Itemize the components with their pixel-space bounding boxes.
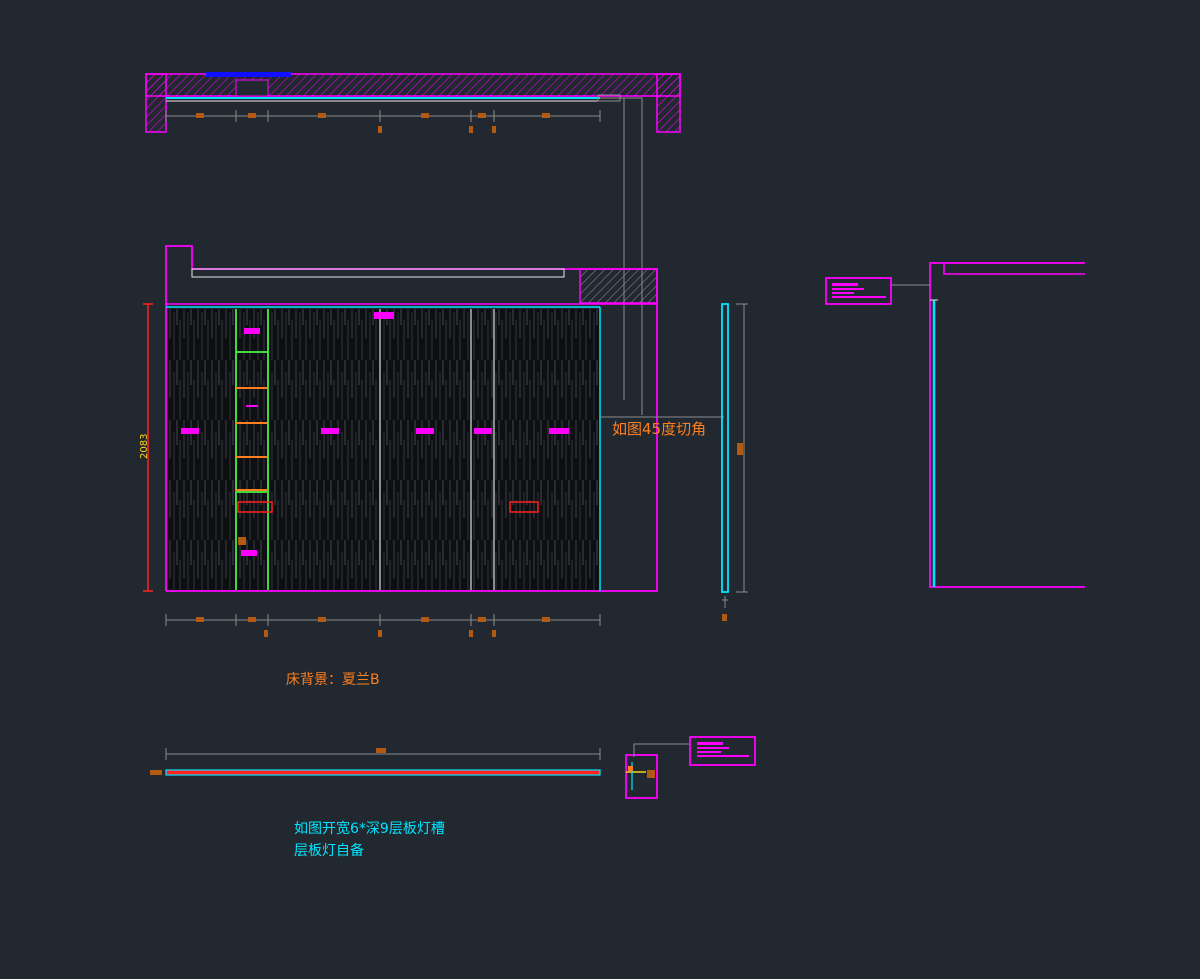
magenta-markers [181, 312, 569, 556]
top-plan-section [145, 72, 681, 415]
bottom-dimension-marks [165, 614, 601, 637]
bottom-shelf-plan: 如图开宽6*深9层板灯槽 层板灯自备 [150, 736, 756, 859]
top-wall-left-hatch [145, 73, 167, 133]
shelf-note-line-1: 如图开宽6*深9层板灯槽 [294, 820, 445, 837]
miter-note: 如图45度切角 [612, 420, 706, 438]
height-dimension-label: 2083 [139, 434, 150, 459]
shelf-strip [165, 769, 601, 776]
top-dimension-marks [165, 110, 601, 133]
leader-line-2 [616, 97, 643, 415]
right-detail [825, 262, 1085, 588]
top-wall-right-hatch [656, 73, 681, 133]
top-wall-hatch [145, 73, 681, 97]
side-section [721, 303, 748, 621]
shelf-detail-box [625, 754, 658, 799]
shelf-note-line-2: 层板灯自备 [294, 842, 364, 859]
right-detail-outline [929, 262, 1085, 588]
leader-line-1 [600, 97, 625, 400]
ceiling-hatch-box [579, 268, 658, 304]
window-opening [206, 72, 291, 77]
bed-background-note: 床背景：夏兰B [286, 672, 380, 688]
shelf-light-channel [235, 309, 273, 590]
ceiling-soffit [191, 268, 565, 278]
wood-panel-field [168, 309, 600, 590]
shelf-tag-box [689, 736, 756, 766]
red-box-marker [509, 501, 539, 513]
opening-gap [235, 79, 269, 97]
detail-tag-box [825, 277, 892, 305]
main-elevation: 如图45度切角 2083 床背景：夏兰B [139, 245, 724, 688]
side-panel-profile [721, 303, 729, 593]
